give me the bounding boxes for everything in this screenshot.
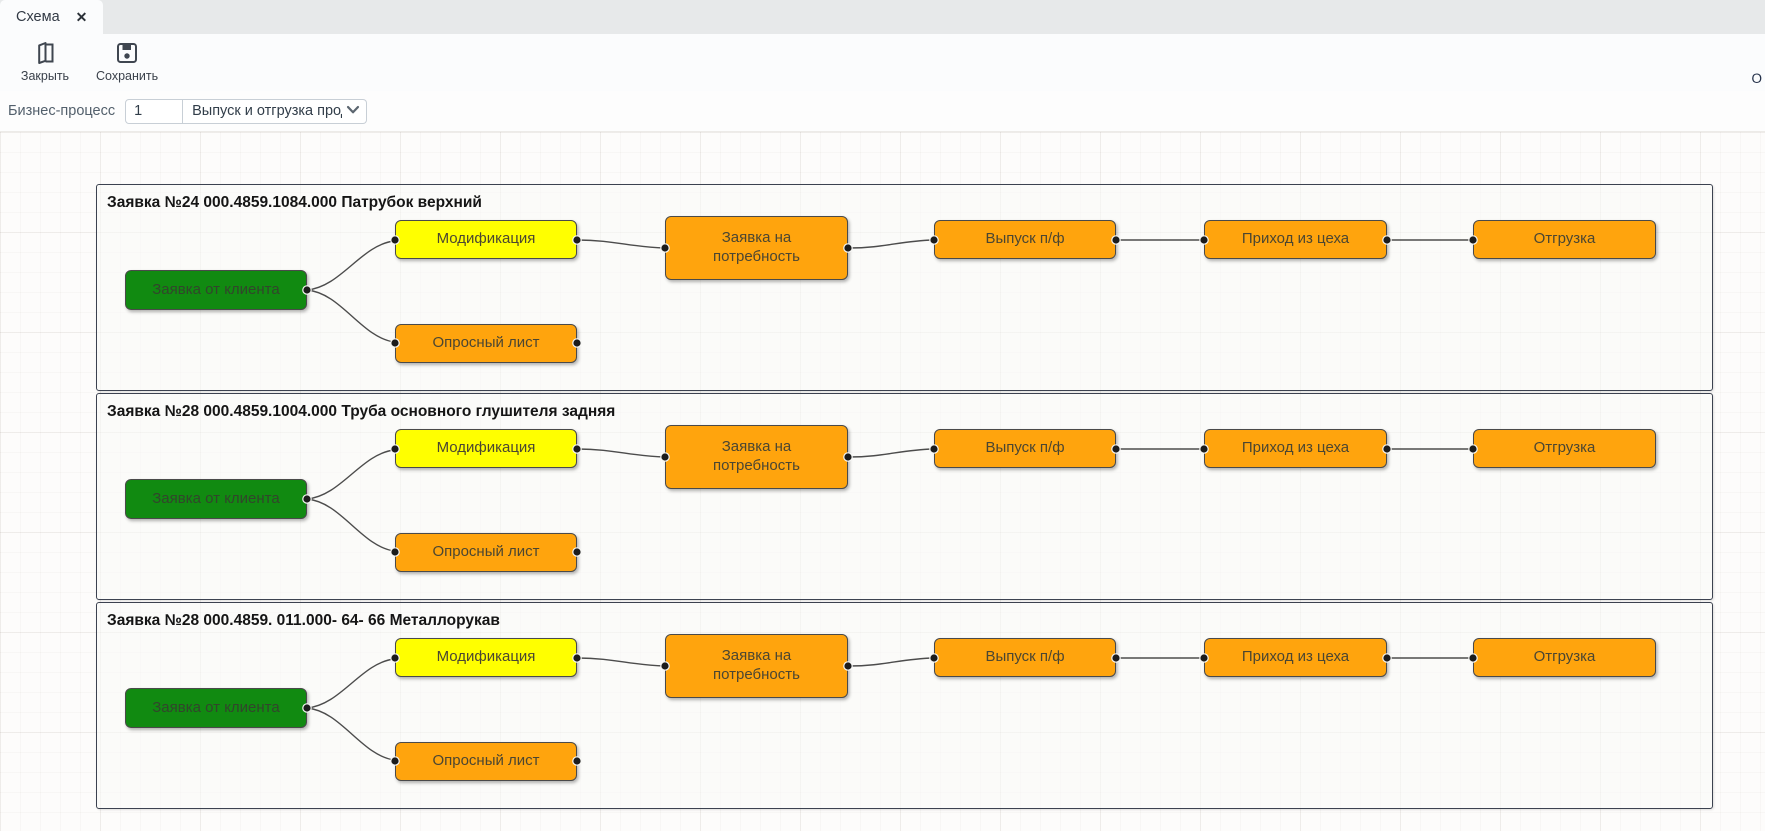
node-arrival-from-shop[interactable]: Приход из цеха bbox=[1204, 220, 1387, 259]
lane-connectors bbox=[302, 235, 1478, 348]
node-demand-request[interactable]: Заявка на потребность bbox=[665, 216, 848, 280]
business-process-row: Бизнес-процесс Выпуск и отгрузка проду bbox=[0, 91, 1765, 131]
connector-line bbox=[306, 240, 395, 291]
swimlane-order-28-pipe: Заявка №28 000.4859.1004.000 Труба основ… bbox=[96, 393, 1713, 600]
save-button[interactable]: Сохранить bbox=[96, 40, 158, 83]
close-button[interactable]: Закрыть bbox=[14, 40, 76, 83]
connector-line bbox=[306, 289, 395, 343]
node-modification[interactable]: Модификация bbox=[395, 429, 577, 468]
node-semi-finished-output[interactable]: Выпуск п/ф bbox=[934, 638, 1116, 677]
connector-line bbox=[306, 658, 395, 709]
connector-line bbox=[848, 448, 934, 458]
swimlane-title: Заявка №24 000.4859.1084.000 Патрубок ве… bbox=[107, 194, 482, 211]
node-modification[interactable]: Модификация bbox=[395, 220, 577, 259]
connector-line bbox=[306, 498, 395, 552]
node-survey-sheet[interactable]: Опросный лист bbox=[395, 742, 577, 781]
node-shipment[interactable]: Отгрузка bbox=[1473, 220, 1656, 259]
connector-line bbox=[577, 448, 665, 458]
chevron-down-icon bbox=[342, 102, 360, 120]
connector-line bbox=[848, 239, 934, 249]
connector-line bbox=[577, 239, 665, 249]
node-semi-finished-output[interactable]: Выпуск п/ф bbox=[934, 429, 1116, 468]
node-client-request[interactable]: Заявка от клиента bbox=[125, 688, 307, 728]
node-shipment[interactable]: Отгрузка bbox=[1473, 638, 1656, 677]
door-close-icon bbox=[32, 40, 58, 66]
connector-line bbox=[577, 657, 665, 667]
business-process-select[interactable]: Выпуск и отгрузка проду bbox=[183, 98, 368, 124]
swimlane-title: Заявка №28 000.4859. 011.000- 64- 66 Мет… bbox=[107, 612, 500, 629]
node-survey-sheet[interactable]: Опросный лист bbox=[395, 324, 577, 363]
tab-close-icon[interactable]: ✕ bbox=[75, 9, 88, 25]
business-process-label: Бизнес-процесс bbox=[8, 103, 116, 119]
node-client-request[interactable]: Заявка от клиента bbox=[125, 479, 307, 519]
swimlane-order-28-hose: Заявка №28 000.4859. 011.000- 64- 66 Мет… bbox=[96, 602, 1713, 809]
node-arrival-from-shop[interactable]: Приход из цеха bbox=[1204, 638, 1387, 677]
business-process-number-input[interactable] bbox=[125, 98, 184, 124]
node-modification[interactable]: Модификация bbox=[395, 638, 577, 677]
toolbar: Закрыть Сохранить О bbox=[0, 34, 1765, 91]
node-arrival-from-shop[interactable]: Приход из цеха bbox=[1204, 429, 1387, 468]
node-survey-sheet[interactable]: Опросный лист bbox=[395, 533, 577, 572]
tab-schema[interactable]: Схема ✕ bbox=[0, 0, 104, 34]
swimlane-order-24: Заявка №24 000.4859.1084.000 Патрубок ве… bbox=[96, 184, 1713, 391]
connector-line bbox=[306, 707, 395, 761]
business-process-select-value: Выпуск и отгрузка проду bbox=[192, 103, 343, 119]
diagram-canvas[interactable]: Заявка №24 000.4859.1084.000 Патрубок ве… bbox=[0, 131, 1765, 831]
close-button-label: Закрыть bbox=[20, 69, 70, 83]
save-button-label: Сохранить bbox=[96, 69, 159, 83]
toolbar-right-partial-text: О bbox=[1751, 71, 1762, 86]
node-shipment[interactable]: Отгрузка bbox=[1473, 429, 1656, 468]
node-semi-finished-output[interactable]: Выпуск п/ф bbox=[934, 220, 1116, 259]
tab-strip: Схема ✕ bbox=[0, 0, 1765, 34]
swimlane-title: Заявка №28 000.4859.1004.000 Труба основ… bbox=[107, 403, 616, 420]
lane-connectors bbox=[302, 444, 1478, 557]
lane-connectors bbox=[302, 653, 1478, 766]
tab-schema-label: Схема bbox=[16, 9, 60, 25]
node-demand-request[interactable]: Заявка на потребность bbox=[665, 425, 848, 489]
connector-line bbox=[848, 657, 934, 667]
node-client-request[interactable]: Заявка от клиента bbox=[125, 270, 307, 310]
node-demand-request[interactable]: Заявка на потребность bbox=[665, 634, 848, 698]
connector-line bbox=[306, 449, 395, 500]
floppy-save-icon bbox=[114, 40, 140, 66]
